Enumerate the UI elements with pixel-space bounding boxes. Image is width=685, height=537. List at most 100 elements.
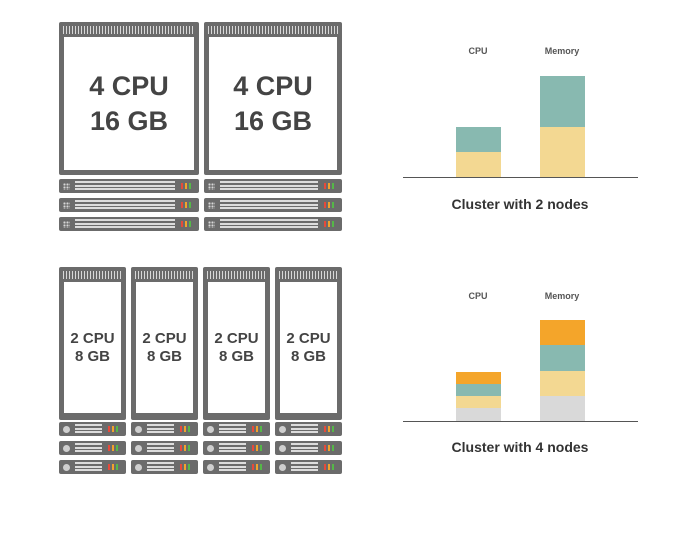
rack-units: [59, 422, 343, 477]
rack-unit: [59, 422, 126, 436]
unit-icon: [207, 425, 214, 433]
unit-dots-icon: [63, 201, 70, 209]
node-cpu-label: 4 CPU: [89, 70, 169, 101]
status-led-icon: [108, 464, 110, 470]
top-resource-chart: CPU Memory Cluster with 2 nodes: [400, 40, 640, 220]
status-led-icon: [260, 445, 262, 451]
unit-grill: [75, 431, 102, 433]
cluster-caption: Cluster with 2 nodes: [451, 196, 589, 212]
unit-grill: [75, 469, 102, 471]
unit-grill: [75, 219, 175, 221]
status-led-icon: [332, 183, 334, 189]
unit-icon: [279, 444, 286, 452]
server-screen: 2 CPU 8 GB: [136, 282, 193, 413]
unit-grill: [75, 222, 175, 225]
bottom-resource-chart: CPU Memory Cluster with 4 nodes: [400, 285, 640, 465]
node-memory-label: 16 GB: [233, 105, 313, 136]
unit-grill: [220, 219, 318, 221]
unit-grill: [219, 446, 246, 449]
status-led-icon: [256, 426, 258, 432]
memory-bar-yellow: [540, 127, 585, 177]
server-node: 2 CPU 8 GB: [131, 267, 198, 420]
status-led-icon: [112, 445, 114, 451]
unit-grill: [75, 446, 102, 449]
unit-icon: [207, 444, 214, 452]
status-led-icon: [181, 221, 183, 227]
memory-bar-orange: [540, 320, 585, 345]
unit-grill: [75, 424, 102, 426]
server-screen: 2 CPU 8 GB: [280, 282, 337, 413]
server-vent: [207, 271, 266, 279]
status-led-icon: [328, 202, 330, 208]
unit-grill: [291, 446, 318, 449]
status-led-icon: [324, 445, 326, 451]
cpu-bar-teal: [456, 384, 501, 396]
bottom-cluster-servers: 2 CPU 8 GB 2 CPU 8 GB 2 CPU 8 GB 2 CPU 8…: [59, 267, 343, 477]
unit-icon: [135, 425, 142, 433]
status-led-icon: [188, 426, 190, 432]
unit-dots-icon: [208, 182, 215, 190]
status-led-icon: [116, 445, 118, 451]
rack-unit: [203, 422, 270, 436]
status-led-icon: [180, 426, 182, 432]
chart-baseline: [403, 421, 638, 422]
status-led-icon: [324, 221, 326, 227]
cpu-bar-gray: [456, 408, 501, 421]
unit-icon: [279, 463, 286, 471]
status-led-icon: [184, 464, 186, 470]
status-led-icon: [252, 464, 254, 470]
unit-grill: [147, 427, 174, 430]
unit-grill: [219, 443, 246, 445]
node-cpu-label: 2 CPU: [70, 329, 115, 347]
unit-grill: [147, 465, 174, 468]
unit-grill: [147, 443, 174, 445]
unit-grill: [75, 184, 175, 187]
status-led-icon: [256, 464, 258, 470]
unit-grill: [220, 207, 318, 209]
unit-grill: [219, 431, 246, 433]
status-led-icon: [328, 445, 330, 451]
rack-unit: [131, 460, 198, 474]
server-vent: [63, 26, 195, 34]
status-led-icon: [184, 426, 186, 432]
unit-icon: [63, 463, 70, 471]
rack-unit: [203, 460, 270, 474]
unit-grill: [291, 424, 318, 426]
unit-grill: [220, 203, 318, 206]
unit-grill: [75, 207, 175, 209]
status-led-icon: [112, 426, 114, 432]
status-led-icon: [260, 464, 262, 470]
status-led-icon: [185, 202, 187, 208]
node-memory-label: 8 GB: [74, 347, 110, 365]
unit-grill: [147, 446, 174, 449]
unit-grill: [220, 184, 318, 187]
status-led-icon: [256, 445, 258, 451]
unit-grill: [291, 450, 318, 452]
unit-dots-icon: [63, 220, 70, 228]
status-led-icon: [324, 426, 326, 432]
unit-grill: [75, 450, 102, 452]
status-led-icon: [189, 183, 191, 189]
rack-unit: [59, 441, 126, 455]
node-cpu-label: 2 CPU: [142, 329, 187, 347]
unit-grill: [219, 465, 246, 468]
status-led-icon: [328, 221, 330, 227]
status-led-icon: [185, 221, 187, 227]
status-led-icon: [181, 183, 183, 189]
node-memory-label: 8 GB: [290, 347, 326, 365]
memory-bar-yellow: [540, 371, 585, 396]
unit-grill: [75, 181, 175, 183]
status-led-icon: [252, 426, 254, 432]
node-cpu-label: 2 CPU: [214, 329, 259, 347]
unit-icon: [63, 425, 70, 433]
unit-grill: [291, 427, 318, 430]
status-led-icon: [324, 183, 326, 189]
unit-grill: [220, 226, 318, 228]
rack-unit: [204, 217, 342, 231]
unit-grill: [147, 469, 174, 471]
server-node: 2 CPU 8 GB: [59, 267, 126, 420]
server-vent: [208, 26, 338, 34]
server-vent: [279, 271, 338, 279]
memory-column-label: Memory: [544, 46, 580, 56]
unit-dots-icon: [208, 220, 215, 228]
